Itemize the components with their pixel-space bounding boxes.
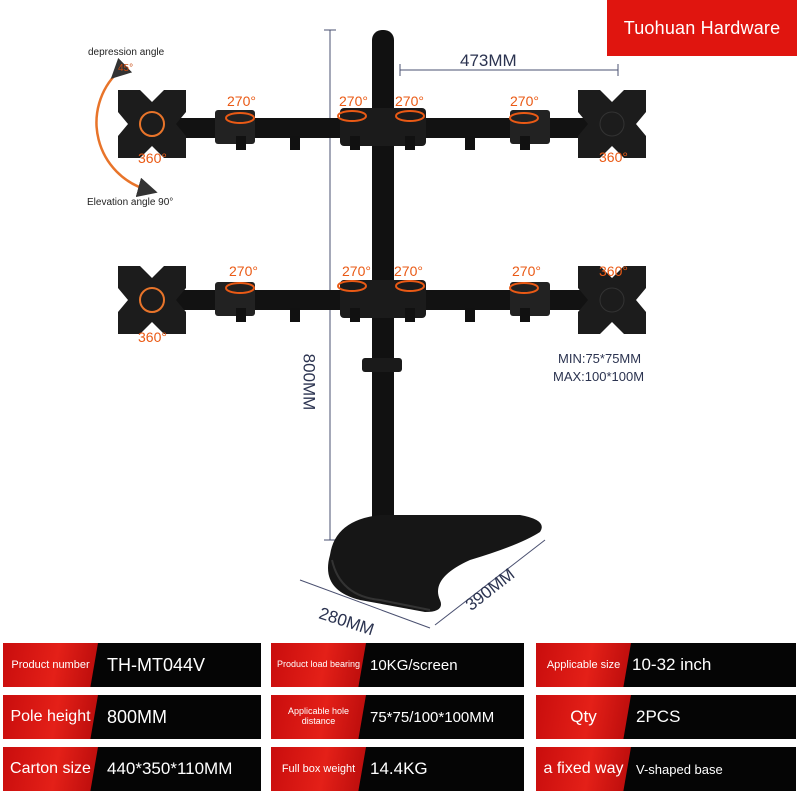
- spec-qty: Qty 2PCS: [536, 695, 796, 739]
- spec-label: Qty: [536, 695, 631, 739]
- spec-value: 440*350*110MM: [107, 759, 233, 778]
- spec-value: V-shaped base: [636, 761, 723, 777]
- monitor-stand-illustration: [95, 29, 646, 629]
- vesa-plate-top-left: [118, 90, 186, 158]
- spec-value: 2PCS: [636, 707, 681, 726]
- rotation-label: 270°: [394, 263, 423, 279]
- spec-product-number: Product number TH-MT044V: [3, 643, 261, 687]
- rotation-label: 270°: [227, 93, 256, 109]
- base-width-line: [299, 579, 431, 629]
- rotation-arrow: [395, 280, 425, 292]
- vesa-plate-bottom-right: [578, 266, 646, 334]
- rotation-label: 270°: [342, 263, 371, 279]
- spec-label: Applicable hole distance: [271, 695, 366, 739]
- spec-label: Carton size: [3, 747, 98, 791]
- spec-pole-height: Pole height 800MM: [3, 695, 261, 739]
- spec-label: Full box weight: [271, 747, 366, 791]
- rotation-arrow: [225, 112, 255, 124]
- spec-hole-distance: Applicable hole distance 75*75/100*100MM: [271, 695, 524, 739]
- spec-table: Product number TH-MT044V Product load be…: [0, 640, 800, 800]
- spec-load-bearing: Product load bearing 10KG/screen: [271, 643, 524, 687]
- rotation-label: 270°: [510, 93, 539, 109]
- base-depth-line: [434, 539, 546, 626]
- rotation-arrow: [337, 110, 367, 122]
- spec-label: Pole height: [3, 695, 98, 739]
- rotation-arrow: [225, 282, 255, 294]
- depression-angle-label: depression angle: [88, 47, 165, 58]
- depression-angle-value: 45°: [118, 63, 134, 74]
- rotation-arrow: [337, 280, 367, 292]
- vesa-plate-top-right: [578, 90, 646, 158]
- rotation-label: 270°: [229, 263, 258, 279]
- spec-value: 14.4KG: [370, 759, 428, 778]
- vesa-max-label: MAX:100*100M: [553, 369, 645, 384]
- width-dimension-label: 473MM: [460, 51, 517, 70]
- rotation-arrow: [395, 110, 425, 122]
- rotation-arrow: [509, 282, 539, 294]
- rotation-label: 360°: [138, 150, 167, 166]
- brand-badge: Tuohuan Hardware: [607, 0, 797, 56]
- spec-applicable-size: Applicable size 10-32 inch: [536, 643, 796, 687]
- spec-value: TH-MT044V: [107, 654, 206, 675]
- rotation-label: 360°: [138, 329, 167, 345]
- elevation-angle-label: Elevation angle 90°: [87, 197, 174, 208]
- spec-label: a fixed way: [536, 747, 631, 791]
- brand-name: Tuohuan Hardware: [623, 17, 781, 38]
- spec-value: 75*75/100*100MM: [370, 708, 495, 726]
- rotation-arrow: [509, 112, 539, 124]
- vesa-plate-bottom-left: [118, 266, 186, 334]
- spec-carton-size: Carton size 440*350*110MM: [3, 747, 261, 791]
- height-dimension-label: 800MM: [299, 353, 319, 411]
- v-base: [328, 515, 542, 612]
- spec-fixed-way: a fixed way V-shaped base: [536, 747, 796, 791]
- rotation-label: 270°: [512, 263, 541, 279]
- rotation-label: 270°: [339, 93, 368, 109]
- spec-label: Applicable size: [536, 643, 631, 687]
- spec-label: Product load bearing: [271, 643, 366, 687]
- top-arm: [168, 108, 600, 150]
- spec-value: 10-32 inch: [632, 655, 712, 674]
- rotation-label: 270°: [395, 93, 424, 109]
- spec-box-weight: Full box weight 14.4KG: [271, 747, 524, 791]
- rotation-label: 360°: [599, 149, 628, 165]
- spec-label: Product number: [3, 643, 98, 687]
- rotation-label: 360°: [599, 263, 628, 279]
- spec-value: 10KG/screen: [370, 656, 458, 674]
- bottom-arm: [168, 280, 600, 322]
- vesa-min-label: MIN:75*75MM: [558, 351, 642, 366]
- tilt-arc: [95, 57, 158, 197]
- spec-value: 800MM: [107, 706, 168, 727]
